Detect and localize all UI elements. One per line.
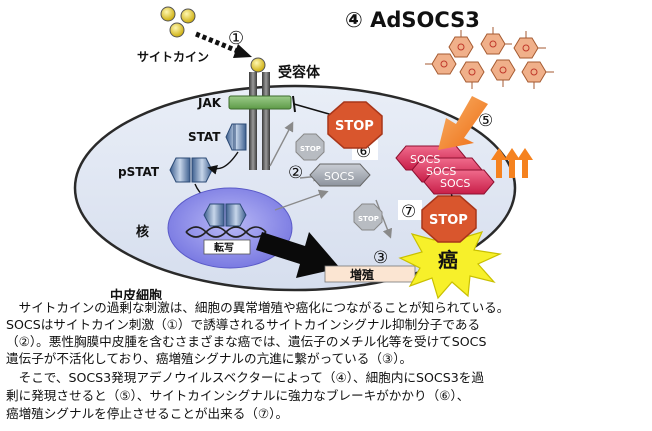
signaling-diagram: ④ AdSOCS3 ① サイトカイン 受容体 JAK STAT pSTAT 核: [73, 6, 554, 300]
jak-protein: [228, 95, 292, 110]
stop-label-bottom: STOP: [429, 213, 468, 228]
stat-protein: [225, 123, 247, 151]
paragraph-line-6: 剰に発現させると（⑤）、サイトカインシグナルに強力なブレーキがかかり（⑥）、: [6, 388, 470, 403]
socs-gray-label: SOCS: [324, 170, 354, 183]
vector-delivery-arrow: [438, 96, 488, 150]
socs-pink-label-3: SOCS: [440, 177, 470, 190]
adenovirus-fibers: [425, 27, 554, 89]
cytokine-label: サイトカイン: [137, 50, 209, 64]
mesothelial-cell-label: 中皮細胞: [110, 288, 162, 300]
receptor: [249, 72, 270, 170]
socs-protein-pink: SOCS SOCS SOCS: [395, 145, 495, 195]
dna-helix-icon: [185, 226, 267, 238]
nuclear-stat: [203, 203, 247, 227]
receptor-label: 受容体: [278, 64, 321, 81]
stop-label-top: STOP: [335, 119, 374, 134]
stop-sign-icon: STOP: [327, 101, 383, 149]
paragraph-line-4: 遺伝子が不活化しており、癌増殖シグナルの亢進に繋がっている（③）。: [6, 351, 413, 366]
nucleus-label: 核: [136, 224, 149, 240]
num-5: ⑤: [478, 111, 493, 131]
cancer-starburst: [398, 218, 503, 300]
cytokine-molecule-icon: [160, 6, 266, 73]
socs-pink-label-2: SOCS: [426, 165, 456, 178]
proliferation-label: 増殖: [350, 267, 374, 282]
socs-protein-gray: [309, 163, 371, 187]
paragraph-line-5: そこで、SOCS3発現アデノウイルスベクターによって（④）、細胞内にSOCS3を…: [6, 370, 484, 385]
small-stop-label-2: STOP: [358, 215, 379, 223]
num-7: ⑦: [401, 202, 416, 222]
adenovirus-vector-icon: [431, 33, 547, 83]
stat-to-socs-arrow: [274, 189, 329, 211]
small-stop-label-1: STOP: [300, 145, 321, 153]
jak-inhibition-bar: [292, 95, 337, 117]
cancer-label: 癌: [438, 248, 458, 272]
signal-to-cancer-arrow: [375, 199, 393, 239]
socs-induction-arrow: [269, 121, 294, 167]
num-7-bg: [398, 200, 422, 220]
transcription-label: 転写: [214, 241, 234, 254]
paragraph-line-3: （②）。悪性胸膜中皮腫を含むさまざまな癌では、遺伝子のメチル化等を受けてSOCS: [6, 334, 487, 349]
pstat-dimer: [169, 157, 213, 183]
paragraph-line-2: SOCSはサイトカイン刺激（①）で誘導されるサイトカインシグナル抑制分子である: [6, 317, 481, 332]
stop-sign-icon: STOP: [295, 133, 325, 161]
paragraph-line-1: サイトカインの過剰な刺激は、細胞の異常増殖や癌化につながることが知られている。: [6, 300, 510, 315]
stop-sign-icon: STOP: [353, 203, 383, 231]
num-3: ③: [373, 248, 388, 268]
transcription-box: [203, 239, 251, 255]
title: ④ AdSOCS3: [345, 8, 480, 32]
up-arrow-icon: [491, 148, 533, 178]
adenovirus-core: [440, 40, 538, 76]
jak-label: JAK: [197, 96, 222, 110]
stat-to-pstat-arrow: [207, 151, 239, 175]
num-2: ②: [288, 163, 303, 183]
pstat-label: pSTAT: [118, 165, 160, 179]
socs-pink-label-1: SOCS: [410, 153, 440, 166]
proliferation-arrow: [256, 232, 340, 278]
stop-sign-icon: STOP: [421, 195, 477, 243]
stat-label: STAT: [188, 130, 221, 144]
paragraph-line-7: 癌増殖シグナルを停止させることが出来る（⑦）。: [6, 406, 289, 421]
num-1: ①: [228, 28, 244, 49]
proliferation-box: [324, 265, 416, 283]
cytokine-arrow: [195, 31, 252, 58]
